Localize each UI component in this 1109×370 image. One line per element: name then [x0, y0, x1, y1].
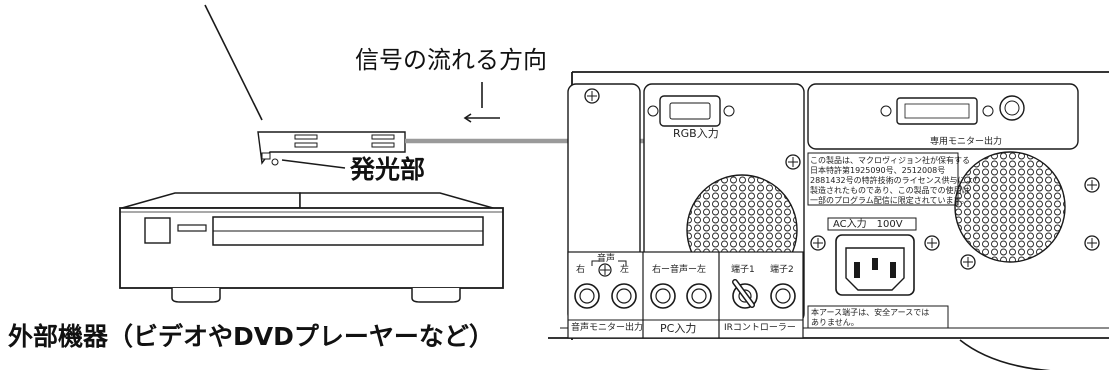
- s-video-port: [999, 95, 1025, 121]
- foot-right: [411, 288, 461, 303]
- right-label: 右: [576, 265, 586, 275]
- external-device-label: 外部機器（ビデオやDVDプレーヤーなど）: [8, 322, 494, 351]
- audio-label: 音声: [597, 254, 616, 264]
- power-button: [144, 217, 171, 244]
- pc-input-label: PC入力: [660, 322, 697, 335]
- foot-left: [171, 288, 221, 303]
- emitter-leader-line: [281, 159, 346, 169]
- rear-panel: [548, 71, 1109, 370]
- audio-monitor-output-label: 音声モニター出力: [571, 323, 644, 333]
- monitor-output-port: [896, 97, 978, 125]
- fan-grille-right: [954, 151, 1066, 263]
- ir-emitter-head: [257, 131, 406, 165]
- rgb-input-label: RGB入力: [673, 127, 719, 140]
- indicator: [177, 224, 207, 232]
- pointer-line: [204, 4, 263, 121]
- pc-audio-label: 右ー音声ー左: [652, 265, 707, 275]
- emitter-label: 発光部: [350, 155, 426, 184]
- terminal2-label: 端子2: [770, 265, 794, 275]
- external-device: [119, 192, 504, 303]
- macrovision-notice: この製品は、マクロヴィジョン社が保有する 日本特許第1925090号、25120…: [810, 156, 982, 205]
- rgb-port: [659, 95, 721, 127]
- monitor-output-label: 専用モニター出力: [930, 137, 1003, 147]
- screw-icon: [584, 88, 600, 104]
- signal-direction-arrow: [463, 82, 500, 123]
- terminal1-label: 端子1: [731, 265, 755, 275]
- ir-controller-label: IRコントローラー: [724, 323, 796, 333]
- ac-input-label: AC入力 100V: [833, 219, 903, 230]
- audio-jacks: [574, 283, 796, 309]
- ground-notice: 本アース端子は、安全アースでは ありません。: [811, 308, 930, 327]
- signal-direction-label: 信号の流れる方向: [355, 46, 547, 74]
- left-label: 左: [620, 265, 630, 275]
